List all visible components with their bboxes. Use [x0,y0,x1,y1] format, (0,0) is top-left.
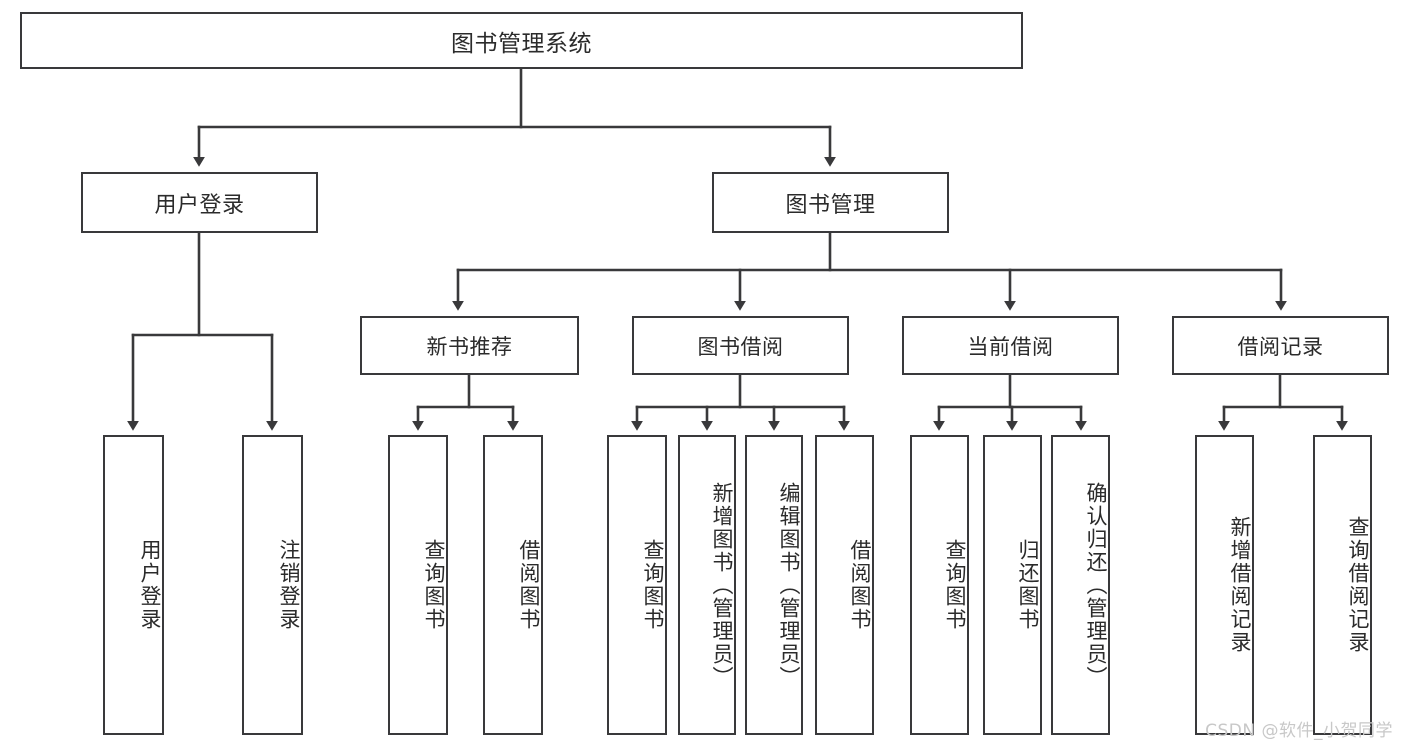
leaf-add-book-admin[interactable]: 新增图书（管理员） [678,435,736,735]
leaf-confirm-return-admin[interactable]: 确认归还（管理员） [1051,435,1110,735]
leaf-label: 借阅图书 [517,539,541,631]
leaf-return-book[interactable]: 归还图书 [983,435,1042,735]
node-label: 图书管理 [785,192,876,218]
leaf-label: 查询图书 [641,539,665,631]
leaf-label: 编辑图书（管理员） [777,481,801,689]
node-user-login[interactable]: 用户登录 [81,172,318,233]
leaf-label: 确认归还（管理员） [1084,481,1108,689]
node-borrow-record[interactable]: 借阅记录 [1172,316,1389,375]
node-label: 图书管理系统 [451,30,592,57]
leaf-label: 查询图书 [422,539,446,631]
node-label: 当前借阅 [967,334,1054,359]
leaf-borrow-book-recommend[interactable]: 借阅图书 [483,435,543,735]
node-book-borrow[interactable]: 图书借阅 [632,316,849,375]
leaf-add-borrow-record[interactable]: 新增借阅记录 [1195,435,1254,735]
leaf-label: 归还图书 [1016,539,1040,631]
leaf-label: 新增图书（管理员） [710,481,734,689]
leaf-label: 新增借阅记录 [1228,516,1252,654]
leaf-logout[interactable]: 注销登录 [242,435,303,735]
node-root-system[interactable]: 图书管理系统 [20,12,1023,69]
leaf-query-book-current[interactable]: 查询图书 [910,435,969,735]
leaf-label: 查询借阅记录 [1346,516,1370,654]
leaf-query-book-borrow[interactable]: 查询图书 [607,435,667,735]
node-label: 用户登录 [154,192,245,218]
leaf-label: 借阅图书 [848,539,872,631]
node-label: 新书推荐 [426,334,513,359]
node-label: 借阅记录 [1237,334,1324,359]
leaf-label: 注销登录 [277,539,301,631]
node-new-book-recommend[interactable]: 新书推荐 [360,316,579,375]
leaf-user-login[interactable]: 用户登录 [103,435,164,735]
node-book-management[interactable]: 图书管理 [712,172,949,233]
leaf-query-book-recommend[interactable]: 查询图书 [388,435,448,735]
leaf-borrow-book[interactable]: 借阅图书 [815,435,874,735]
leaf-label: 查询图书 [943,539,967,631]
leaf-label: 用户登录 [138,539,162,631]
node-current-borrow[interactable]: 当前借阅 [902,316,1119,375]
leaf-edit-book-admin[interactable]: 编辑图书（管理员） [745,435,803,735]
leaf-query-borrow-record[interactable]: 查询借阅记录 [1313,435,1372,735]
node-label: 图书借阅 [697,334,784,359]
